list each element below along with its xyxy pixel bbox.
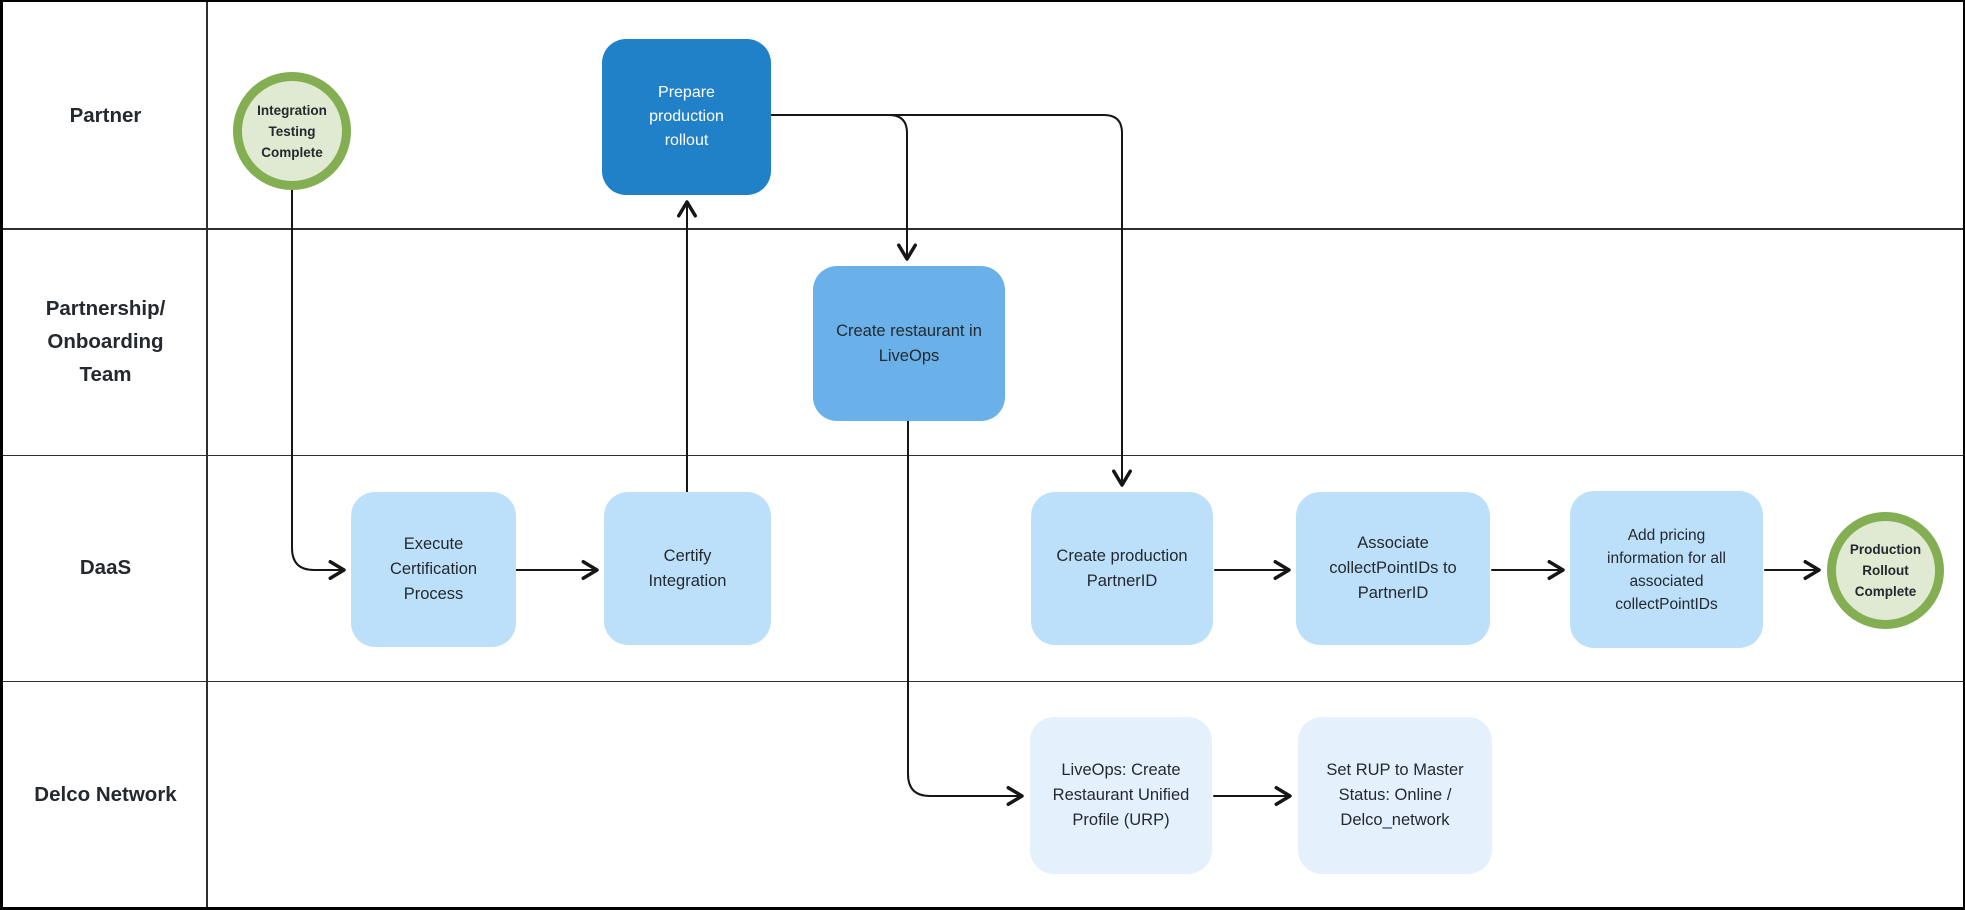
node-prepare-rollout: Prepare production rollout: [602, 39, 771, 195]
node-set-rup-master: Set RUP to Master Status: Online / Delco…: [1298, 717, 1492, 874]
node-execute-certification: Execute Certification Process: [351, 492, 516, 647]
lane-divider: [3, 454, 1963, 456]
node-create-restaurant-liveops: Create restaurant in LiveOps: [813, 266, 1005, 421]
connector-start-to-execute: [291, 189, 346, 580]
lane-label-divider: [206, 2, 208, 907]
lane-label-daas: DaaS: [79, 556, 132, 579]
node-associate-collectpointids: Associate collectPointIDs to PartnerID: [1296, 492, 1490, 645]
lane-label-partnership: Partnership/ Onboarding Team: [45, 297, 166, 386]
lane-divider: [3, 228, 1963, 230]
node-start-event: Integration Testing Complete: [233, 72, 351, 190]
lane-divider: [3, 680, 1963, 682]
node-end-event: Production Rollout Complete: [1827, 512, 1944, 629]
connector-liveops-to-urp: [907, 420, 1024, 806]
node-certify-integration: Certify Integration: [604, 492, 771, 645]
lane-label-partner: Partner: [69, 103, 142, 127]
node-create-partnerid: Create production PartnerID: [1031, 492, 1213, 645]
lane-label-delco: Delco Network: [34, 782, 177, 806]
node-add-pricing: Add pricing information for all associat…: [1570, 491, 1763, 648]
connector-prepare-to-liveops: [770, 114, 917, 261]
node-liveops-create-urp: LiveOps: Create Restaurant Unified Profi…: [1030, 717, 1212, 874]
